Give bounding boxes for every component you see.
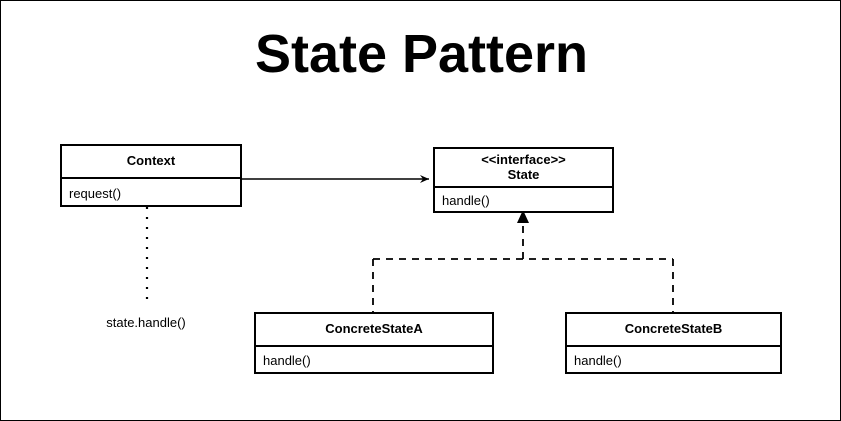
uml-class-concrete-state-a-method-0: handle() [263, 353, 311, 368]
uml-class-state-stereotype: <<interface>> [481, 151, 566, 167]
uml-class-concrete-state-a-header: ConcreteStateA [256, 314, 492, 347]
uml-class-context-name: Context [126, 153, 176, 169]
uml-class-state[interactable]: <<interface>> State handle() [433, 147, 614, 213]
uml-class-context-header: Context [62, 146, 240, 179]
uml-class-context-method-0: request() [69, 185, 122, 201]
uml-class-concrete-state-b-method-0: handle() [574, 353, 622, 368]
uml-class-context[interactable]: Context request() [60, 144, 242, 207]
uml-class-concrete-state-b[interactable]: ConcreteStateB handle() [565, 312, 782, 374]
uml-class-concrete-state-b-header: ConcreteStateB [567, 314, 780, 347]
uml-class-concrete-state-a[interactable]: ConcreteStateA handle() [254, 312, 494, 374]
uml-class-state-header: <<interface>> State [435, 149, 612, 188]
uml-class-concrete-state-b-name: ConcreteStateB [624, 321, 723, 337]
uml-class-state-method-0: handle() [442, 193, 490, 208]
uml-class-state-name: State [507, 166, 540, 182]
page-title: State Pattern [254, 24, 589, 84]
realization-tree [372, 210, 674, 312]
uml-class-concrete-state-a-name: ConcreteStateA [325, 321, 423, 337]
dependency-label: state.handle() [106, 315, 186, 330]
